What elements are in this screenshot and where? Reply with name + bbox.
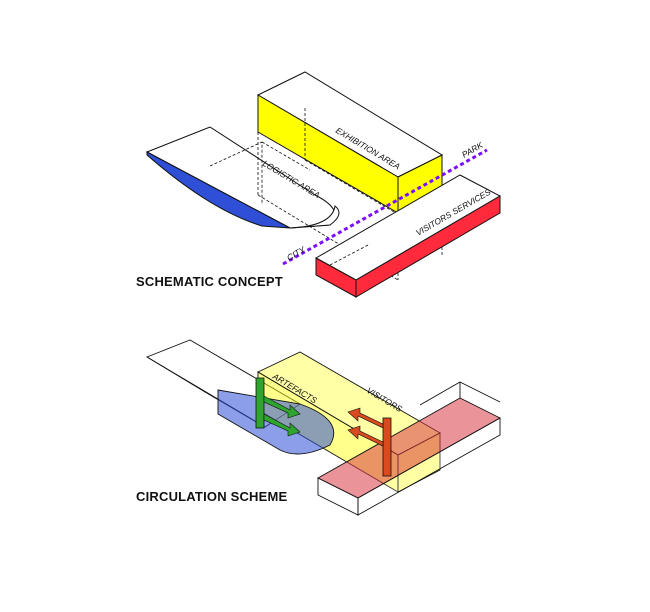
schematic-concept-diagram: EXHIBITION AREA LOGISTIC AREA VISITORS S… bbox=[145, 71, 502, 298]
visitors-services-volume bbox=[314, 174, 502, 298]
circulation-scheme-caption: CIRCULATION SCHEME bbox=[136, 489, 288, 504]
city-label: CITY bbox=[285, 244, 308, 263]
artefacts-flow-marker bbox=[255, 377, 301, 437]
visitors-flow-marker bbox=[347, 407, 392, 477]
circulation-scheme-diagram: ARTEFACTS VISITORS bbox=[145, 339, 501, 516]
schematic-concept-caption: SCHEMATIC CONCEPT bbox=[136, 274, 283, 289]
circulation-visitors-volume bbox=[317, 381, 501, 516]
logistic-area-volume bbox=[145, 126, 340, 229]
city-park-axis-line bbox=[282, 148, 488, 266]
